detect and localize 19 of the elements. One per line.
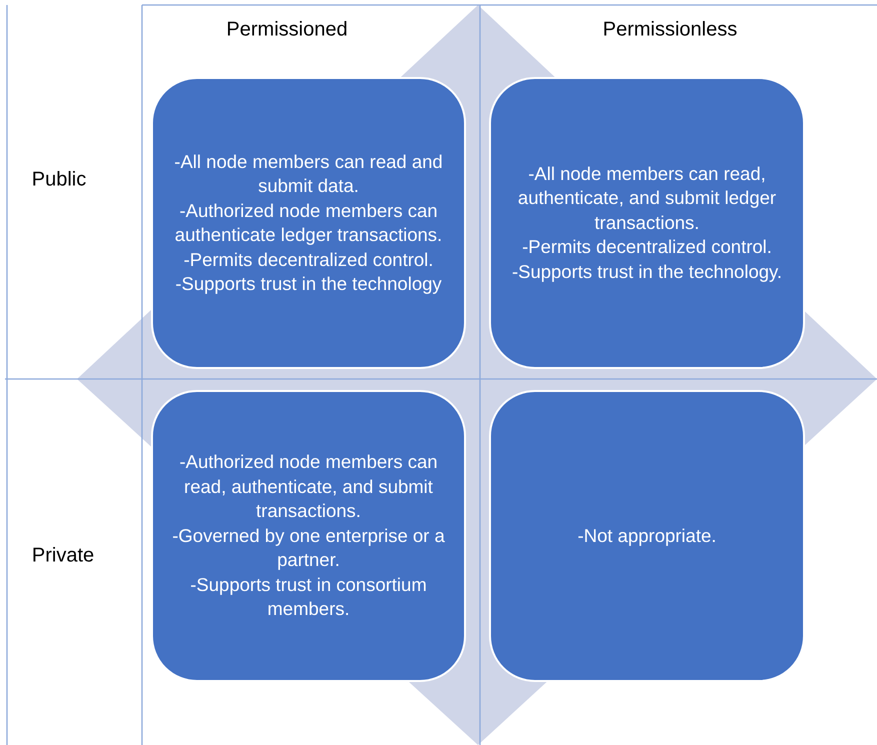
row-header: Private — [32, 544, 94, 568]
rounded-box — [151, 77, 466, 369]
cell-text: -Governed by one enterprise or a partner. — [171, 524, 446, 572]
cell-text: -Supports trust in the technology — [175, 272, 442, 296]
cell-text: -Supports trust in consortium members. — [189, 572, 428, 622]
cell-text: -Permits decentralized control. — [184, 248, 434, 272]
row-header: Public — [32, 168, 86, 192]
cell-text: -All node members can read and submit data. — [173, 150, 444, 198]
column-header: Permissionless — [602, 18, 738, 42]
rounded-box — [489, 390, 805, 682]
rounded-box — [489, 77, 805, 369]
cell-text: -Permits decentralized control. — [522, 235, 772, 260]
column-header: Permissioned — [226, 18, 348, 42]
rounded-box — [151, 390, 466, 682]
cell-text: -Supports trust in the technology. — [512, 260, 782, 284]
cell-text: -Authorized node members can authenticate ledger transactions. — [174, 198, 444, 247]
cell-text: -All node members can read, authenticate, and submit ledger transactions. — [516, 162, 778, 235]
cell-text: -Not appropriate. — [578, 524, 716, 548]
cell-text: -Authorized node members can read, authenticate, and submit transactions. — [178, 450, 439, 524]
